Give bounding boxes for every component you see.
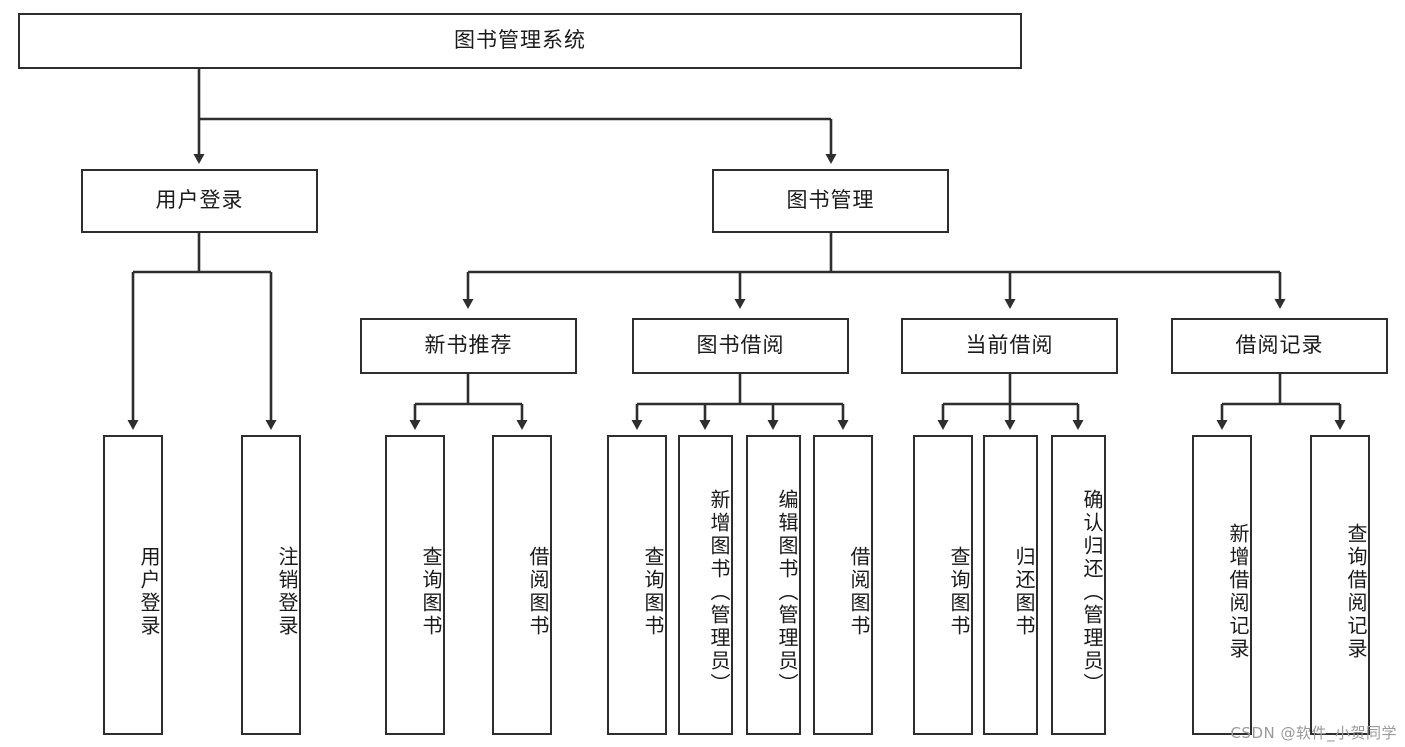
node-book-management[interactable]: 图书管理: [712, 169, 949, 233]
leaf-recommend-query-book[interactable]: 查询图书: [385, 435, 445, 735]
leaf-borrow-query-book[interactable]: 查询图书: [607, 435, 667, 735]
leaf-user-login-signout[interactable]: 注销登录: [241, 435, 301, 735]
leaf-borrow-borrow-book[interactable]: 借阅图书: [813, 435, 873, 735]
leaf-record-query-record[interactable]: 查询借阅记录: [1310, 435, 1370, 735]
leaf-current-return-book[interactable]: 归还图书: [983, 435, 1038, 735]
leaf-recommend-borrow-book[interactable]: 借阅图书: [492, 435, 552, 735]
leaf-user-login-signin[interactable]: 用户登录: [103, 435, 163, 735]
node-book-borrow[interactable]: 图书借阅: [632, 318, 849, 374]
leaf-current-query-book[interactable]: 查询图书: [913, 435, 973, 735]
csdn-watermark: CSDN @软件_小贺同学: [1230, 724, 1397, 742]
node-new-book-recommend[interactable]: 新书推荐: [360, 318, 577, 374]
node-current-borrow[interactable]: 当前借阅: [901, 318, 1118, 374]
leaf-borrow-add-book-admin[interactable]: 新增图书（管理员）: [678, 435, 733, 735]
leaf-current-confirm-return-admin[interactable]: 确认归还（管理员）: [1051, 435, 1106, 735]
leaf-record-add-record[interactable]: 新增借阅记录: [1192, 435, 1252, 735]
leaf-borrow-edit-book-admin[interactable]: 编辑图书（管理员）: [746, 435, 801, 735]
node-root-system[interactable]: 图书管理系统: [18, 13, 1022, 69]
node-user-login[interactable]: 用户登录: [81, 169, 318, 233]
node-borrow-record[interactable]: 借阅记录: [1171, 318, 1388, 374]
